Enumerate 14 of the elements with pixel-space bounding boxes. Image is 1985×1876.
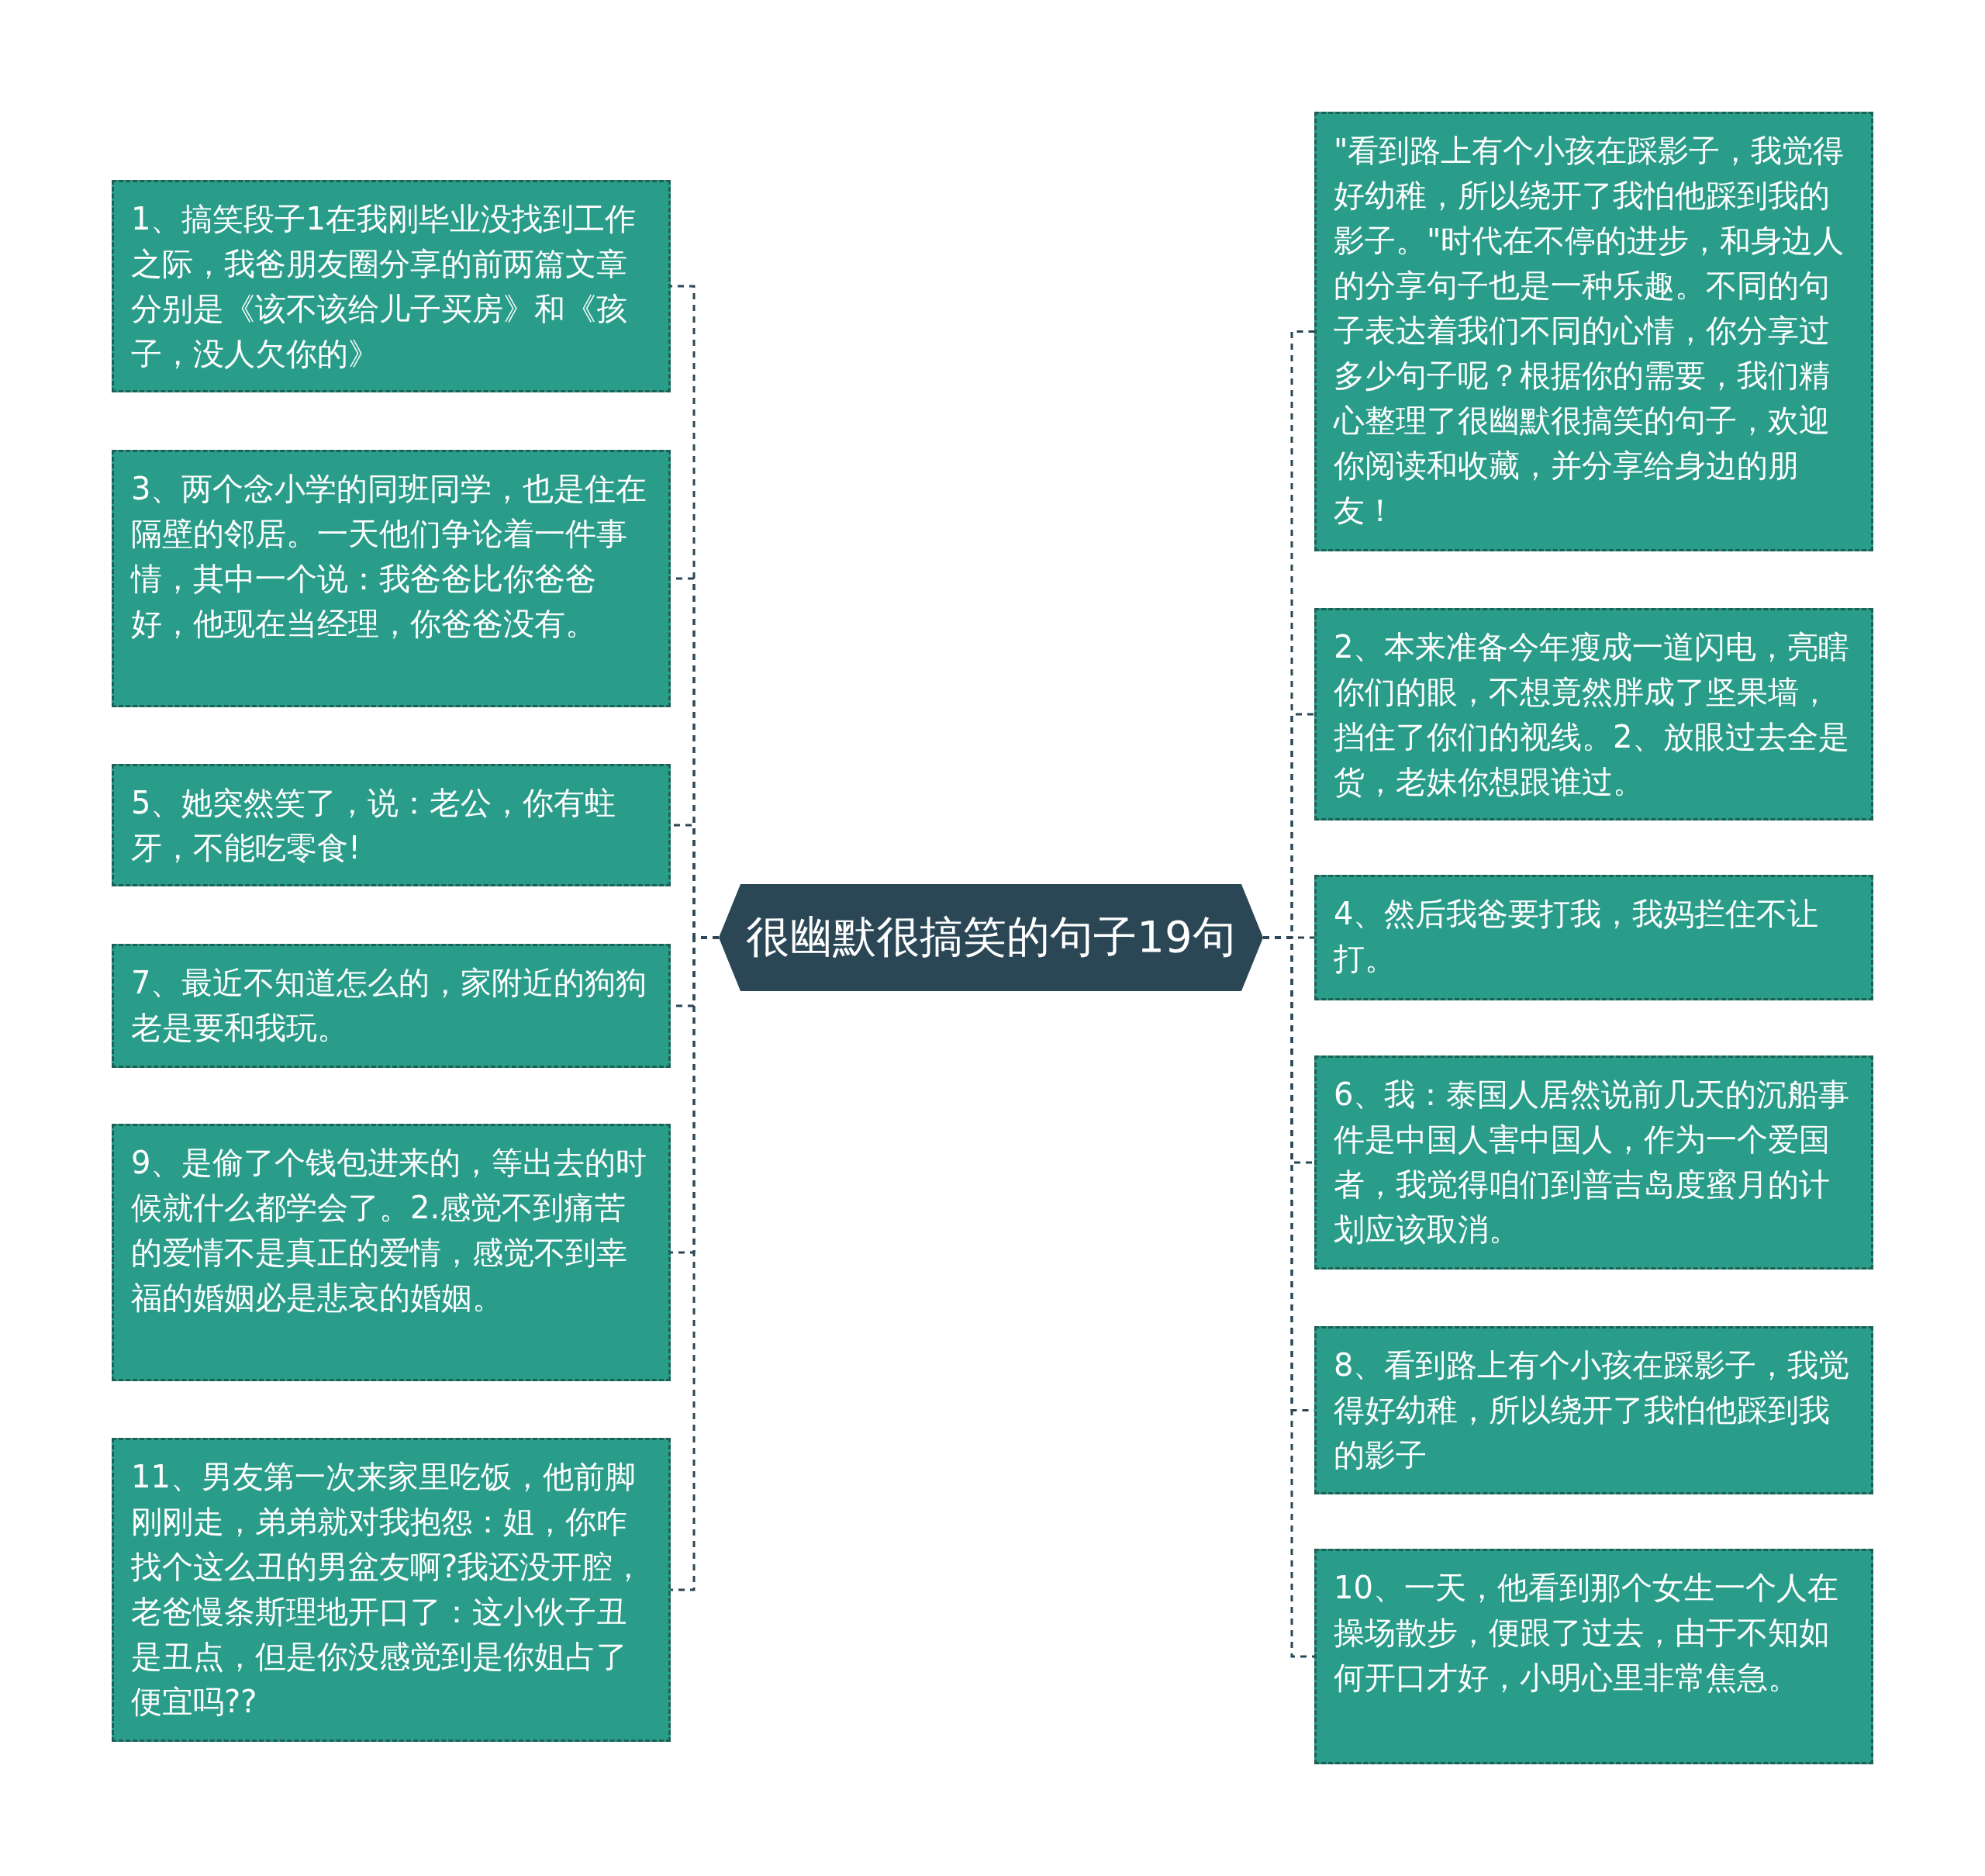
title-text: 很幽默很搞笑的句子19句 (746, 910, 1236, 963)
text-box: 6、我：泰国人居然说前几天的沉船事件是中国人害中国人，作为一个爱国者，我觉得咱们到普吉岛度蜜月的计划应该取消。 (1314, 1055, 1873, 1270)
text-box: "看到路上有个小孩在踩影子，我觉得好幼稚，所以绕开了我怕他踩到我的影子。"时代在不停的进步，和身边人的分享句子也是一种乐趣。不同的句子表达着我们不同的心情，你分享过多少句子呢？根据你的需要，我们精心整理了很幽默很搞笑的句子，欢迎你阅读和收藏，并分享给身边的朋友！ (1314, 112, 1873, 551)
text-box: 1、搞笑段子1在我刚毕业没找到工作之际，我爸朋友圈分享的前两篇文章分别是《该不该给儿子买房》和《孩子，没人欠你的》 (112, 180, 671, 392)
text-box: 3、两个念小学的同班同学，也是住在隔壁的邻居。一天他们争论着一件事情，其中一个说：我爸爸比你爸爸好，他现在当经理，你爸爸没有。 (112, 450, 671, 707)
text-box: 5、她突然笑了，说：老公，你有蛀牙，不能吃零食! (112, 764, 671, 886)
text-box: 2、本来准备今年瘦成一道闪电，亮瞎你们的眼，不想竟然胖成了坚果墙，挡住了你们的视线。2、放眼过去全是货，老妹你想跟谁过。 (1314, 608, 1873, 821)
hexagon-node (719, 884, 1263, 991)
text-box: 8、看到路上有个小孩在踩影子，我觉得好幼稚，所以绕开了我怕他踩到我的影子 (1314, 1326, 1873, 1494)
text-box: 9、是偷了个钱包进来的，等出去的时候就什么都学会了。2.感觉不到痛苦的爱情不是真正的爱情，感觉不到幸福的婚姻必是悲哀的婚姻。 (112, 1124, 671, 1381)
text-box: 11、男友第一次来家里吃饭，他前脚刚刚走，弟弟就对我抱怨：姐，你咋找个这么丑的男盆友啊?我还没开腔，老爸慢条斯理地开口了：这小伙子丑是丑点，但是你没感觉到是你姐占了便宜吗?? (112, 1438, 671, 1742)
text-box: 10、一天，他看到那个女生一个人在操场散步，便跟了过去，由于不知如何开口才好，小明心里非常焦急。 (1314, 1549, 1873, 1764)
text-box: 7、最近不知道怎么的，家附近的狗狗老是要和我玩。 (112, 944, 671, 1068)
text-box: 4、然后我爸要打我，我妈拦住不让打。 (1314, 875, 1873, 1000)
